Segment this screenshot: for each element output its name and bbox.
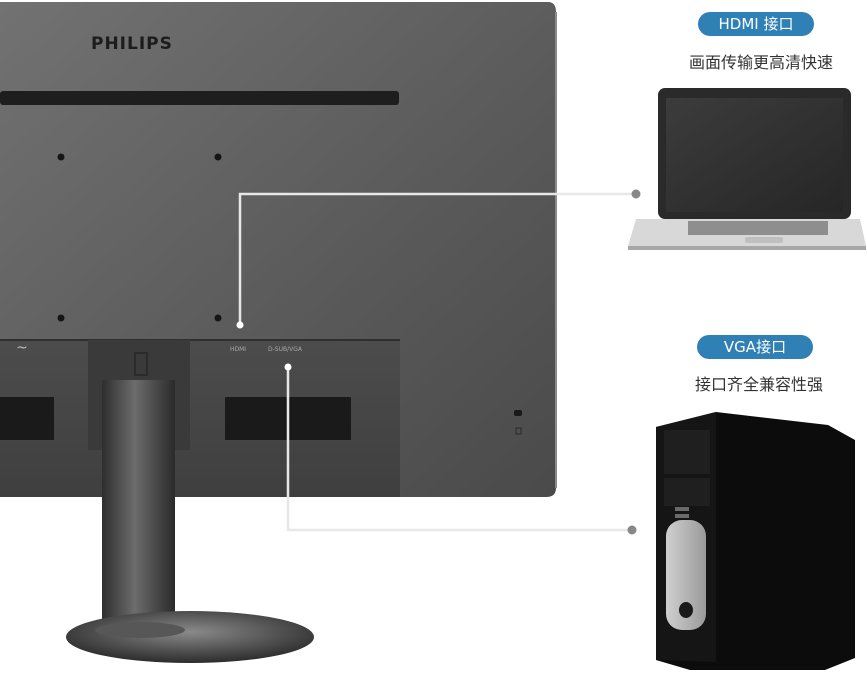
power-symbol: ~ <box>16 340 28 356</box>
vesa-hole <box>57 314 65 322</box>
laptop-icon <box>628 88 866 250</box>
vga-port-dot <box>284 363 292 371</box>
vent-slot <box>0 91 399 105</box>
hdmi-port-label: HDMI <box>230 346 247 353</box>
hdmi-port-dot <box>236 321 244 329</box>
vesa-hole <box>57 153 65 161</box>
vga-caption: 接口齐全兼容性强 <box>694 375 823 394</box>
stand-base <box>66 611 314 663</box>
monitor-stand <box>66 340 314 663</box>
vesa-hole <box>214 314 222 322</box>
desktop-tower-icon <box>656 412 855 670</box>
hdmi-badge: HDMI 接口 <box>698 12 814 36</box>
vga-port-label: D-SUB/VGA <box>268 346 302 353</box>
connector-lines <box>238 192 634 532</box>
tower-dot <box>627 525 637 535</box>
laptop-dot <box>631 189 641 199</box>
power-port <box>0 397 54 440</box>
vga-connector-line <box>286 367 630 532</box>
monitor-back <box>0 2 557 497</box>
brand-logo: PHILIPS <box>91 34 173 54</box>
vga-badge: VGA接口 <box>697 335 813 359</box>
hdmi-caption: 画面传输更高清快速 <box>688 53 833 72</box>
stand-neck <box>102 380 175 625</box>
hdmi-connector-line <box>238 192 634 325</box>
kensington-lock-icon <box>514 410 522 416</box>
vesa-hole <box>214 153 222 161</box>
